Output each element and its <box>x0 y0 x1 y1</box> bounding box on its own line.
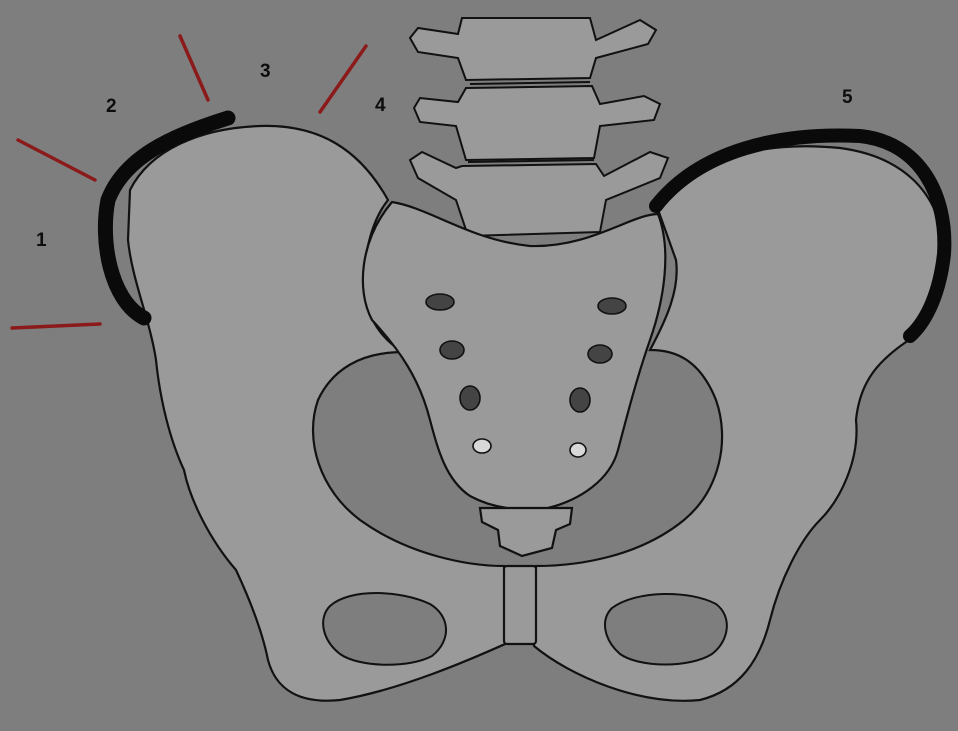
sacrum <box>363 202 665 510</box>
label-2: 2 <box>106 97 117 116</box>
marker-line-1-upper <box>18 140 95 180</box>
label-3: 3 <box>260 62 271 81</box>
pubic-symphysis <box>504 566 536 644</box>
label-5: 5 <box>842 88 853 107</box>
marker-line-3-left <box>180 36 208 100</box>
left-obturator-foramen <box>323 593 446 665</box>
right-obturator-foramen <box>605 594 727 665</box>
marker-line-1-lower <box>12 324 100 328</box>
label-1: 1 <box>36 231 47 250</box>
lumbar-vertebrae <box>410 18 668 236</box>
vertebra-middle <box>414 86 660 160</box>
vertebra-top <box>410 18 656 80</box>
marker-line-3-right <box>320 46 366 112</box>
coccyx <box>480 508 572 556</box>
label-4: 4 <box>375 96 386 115</box>
